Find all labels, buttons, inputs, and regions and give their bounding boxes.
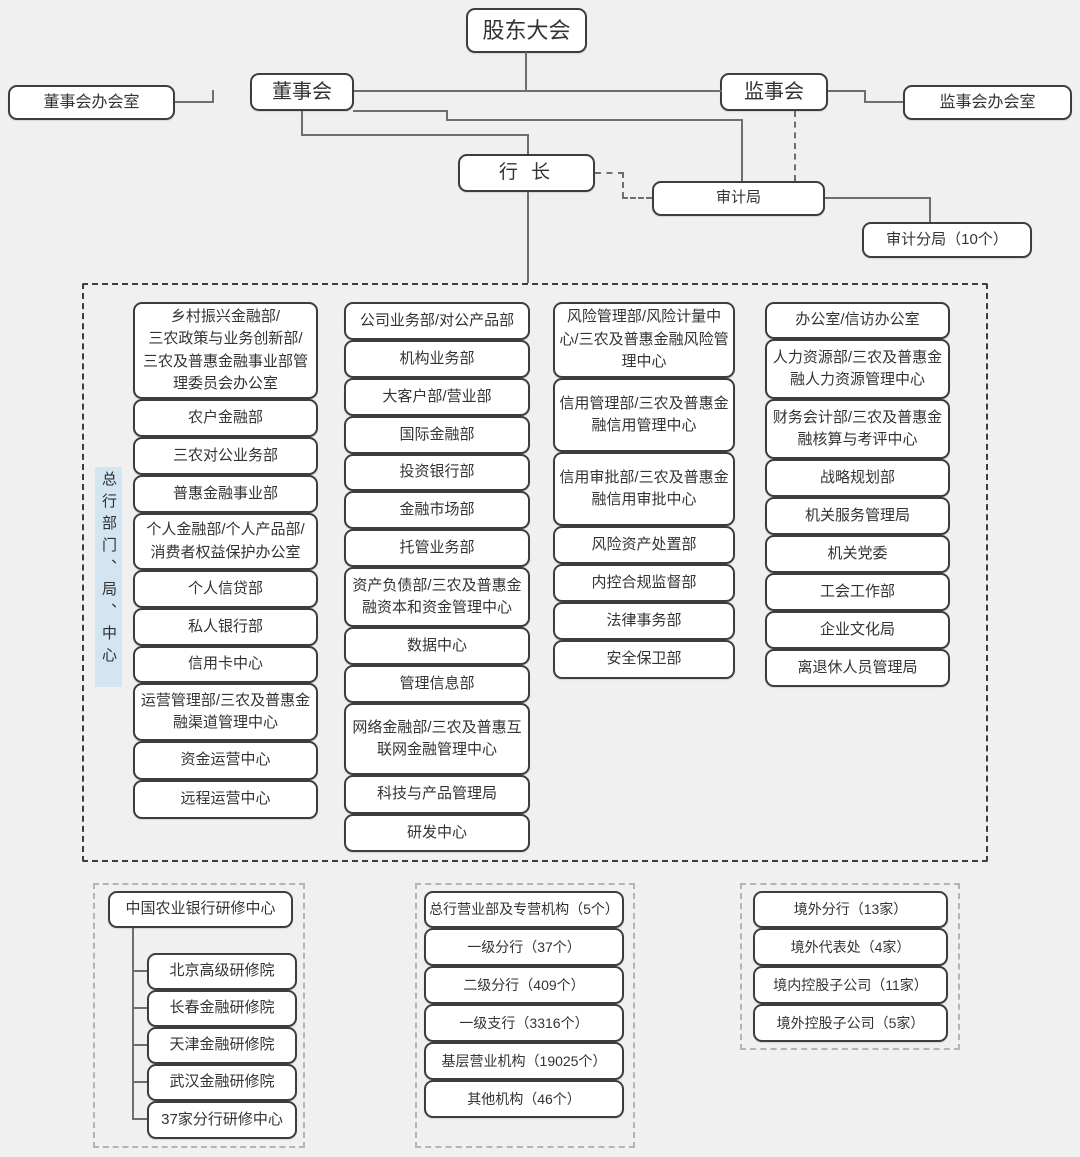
connector-training-stub — [132, 970, 147, 972]
node-branch-tier: 一级支行（3316个） — [424, 1004, 624, 1042]
connector-board-audit-h2 — [446, 119, 743, 121]
connector-board-audit-h1 — [353, 110, 448, 112]
connector-supervisors-office-h2 — [864, 101, 903, 103]
connector-board-office-h — [175, 101, 214, 103]
hq-dept-box: 乡村振兴金融部/ 三农政策与业务创新部/ 三农及普惠金融事业部管 理委员会办公室 — [133, 302, 318, 399]
hq-dept-box: 国际金融部 — [344, 416, 530, 454]
node-board-office: 董事会办会室 — [8, 85, 175, 120]
node-overseas-entity: 境外控股子公司（5家） — [753, 1004, 948, 1042]
node-branch-tier: 一级分行（37个） — [424, 928, 624, 966]
branch-network-frame — [415, 883, 635, 1148]
hq-dept-box: 法律事务部 — [553, 602, 735, 640]
hq-dept-box: 风险管理部/风险计量中 心/三农及普惠金融风险管 理中心 — [553, 302, 735, 378]
hq-dept-box: 企业文化局 — [765, 611, 950, 649]
hq-dept-box: 管理信息部 — [344, 665, 530, 703]
node-audit-branches: 审计分局（10个） — [862, 222, 1032, 258]
hq-dept-box: 农户金融部 — [133, 399, 318, 437]
hq-dept-box: 资产负债部/三农及普惠金 融资本和资金管理中心 — [344, 567, 530, 627]
hq-dept-box: 财务会计部/三农及普惠金 融核算与考评中心 — [765, 399, 950, 459]
connector-audit-branches-h — [825, 197, 931, 199]
connector-board-president-h — [301, 134, 529, 136]
hq-dept-box: 内控合规监督部 — [553, 564, 735, 602]
node-training-academy: 北京高级研修院 — [147, 953, 297, 990]
node-training-academy: 长春金融研修院 — [147, 990, 297, 1027]
hq-dept-box: 信用审批部/三农及普惠金 融信用审批中心 — [553, 452, 735, 526]
hq-side-label: 总行部门、局、中心 — [95, 467, 122, 687]
hq-dept-box: 战略规划部 — [765, 459, 950, 497]
connector-training-stub — [132, 1118, 147, 1120]
training-center-frame — [93, 883, 305, 1148]
connector-audit-branches-v — [929, 197, 931, 222]
hq-dept-box: 信用管理部/三农及普惠金 融信用管理中心 — [553, 378, 735, 452]
hq-dept-box: 机关党委 — [765, 535, 950, 573]
hq-dept-box: 资金运营中心 — [133, 741, 318, 780]
connector-board-audit-v — [741, 119, 743, 181]
hq-dept-box: 个人信贷部 — [133, 570, 318, 608]
node-board-of-directors: 董事会 — [250, 73, 354, 111]
connector-training-stub — [132, 1044, 147, 1046]
dashed-connector-president-audit-h1 — [595, 172, 624, 174]
connector-supervisors-office-h1 — [828, 90, 866, 92]
hq-dept-box: 工会工作部 — [765, 573, 950, 611]
node-shareholders-meeting: 股东大会 — [466, 8, 587, 53]
hq-dept-box: 网络金融部/三农及普惠互 联网金融管理中心 — [344, 703, 530, 775]
connector-training-trunk — [132, 928, 134, 1120]
node-overseas-entity: 境外分行（13家） — [753, 891, 948, 928]
hq-dept-box: 机构业务部 — [344, 340, 530, 378]
hq-dept-box: 金融市场部 — [344, 491, 530, 529]
node-audit-bureau: 审计局 — [652, 181, 825, 216]
node-branch-tier: 其他机构（46个） — [424, 1080, 624, 1118]
connector-board-president-v2 — [527, 134, 529, 154]
hq-dept-box: 运营管理部/三农及普惠金 融渠道管理中心 — [133, 683, 318, 741]
node-branch-tier: 二级分行（409个） — [424, 966, 624, 1004]
node-president: 行 长 — [458, 154, 595, 192]
node-overseas-entity: 境外代表处（4家） — [753, 928, 948, 966]
hq-dept-box: 人力资源部/三农及普惠金 融人力资源管理中心 — [765, 339, 950, 399]
node-board-of-supervisors: 监事会 — [720, 73, 828, 111]
hq-dept-box: 离退休人员管理局 — [765, 649, 950, 687]
hq-dept-box: 远程运营中心 — [133, 780, 318, 819]
hq-dept-box: 安全保卫部 — [553, 640, 735, 679]
connector-board-office-v — [212, 90, 214, 103]
node-training-center: 中国农业银行研修中心 — [108, 891, 293, 928]
hq-dept-box: 公司业务部/对公产品部 — [344, 302, 530, 340]
overseas-frame — [740, 883, 960, 1050]
node-training-academy: 天津金融研修院 — [147, 1027, 297, 1064]
hq-dept-box: 三农对公业务部 — [133, 437, 318, 475]
hq-dept-box: 私人银行部 — [133, 608, 318, 646]
connector-training-stub — [132, 1081, 147, 1083]
node-branch-tier: 总行营业部及专营机构（5个） — [424, 891, 624, 928]
node-supervisors-office: 监事会办会室 — [903, 85, 1072, 120]
dashed-connector-president-audit-h2 — [622, 197, 652, 199]
hq-dept-box: 办公室/信访办公室 — [765, 302, 950, 339]
dashed-connector-president-audit-v — [622, 172, 624, 198]
hq-dept-box: 信用卡中心 — [133, 646, 318, 683]
hq-dept-box: 大客户部/营业部 — [344, 378, 530, 416]
hq-departments-frame — [82, 283, 988, 862]
node-training-academy: 武汉金融研修院 — [147, 1064, 297, 1101]
connector-president-departments — [527, 192, 529, 283]
hq-dept-box: 个人金融部/个人产品部/ 消费者权益保护办公室 — [133, 513, 318, 570]
hq-dept-box: 投资银行部 — [344, 454, 530, 491]
hq-dept-box: 科技与产品管理局 — [344, 775, 530, 814]
connector-training-stub — [132, 1007, 147, 1009]
hq-dept-box: 托管业务部 — [344, 529, 530, 567]
hq-dept-box: 风险资产处置部 — [553, 526, 735, 564]
dashed-connector-supervisors-audit — [794, 111, 796, 181]
hq-dept-box: 研发中心 — [344, 814, 530, 852]
hq-dept-box: 机关服务管理局 — [765, 497, 950, 535]
connector-board-president-v1 — [301, 111, 303, 136]
node-training-academy: 37家分行研修中心 — [147, 1101, 297, 1139]
hq-dept-box: 数据中心 — [344, 627, 530, 665]
connector-shareholders-down — [525, 52, 527, 91]
node-overseas-entity: 境内控股子公司（11家） — [753, 966, 948, 1004]
hq-dept-box: 普惠金融事业部 — [133, 475, 318, 513]
connector-supervisors-office-v — [864, 90, 866, 103]
connector-board-supervisors — [354, 90, 722, 92]
connector-board-audit-step — [446, 110, 448, 121]
node-branch-tier: 基层营业机构（19025个） — [424, 1042, 624, 1080]
